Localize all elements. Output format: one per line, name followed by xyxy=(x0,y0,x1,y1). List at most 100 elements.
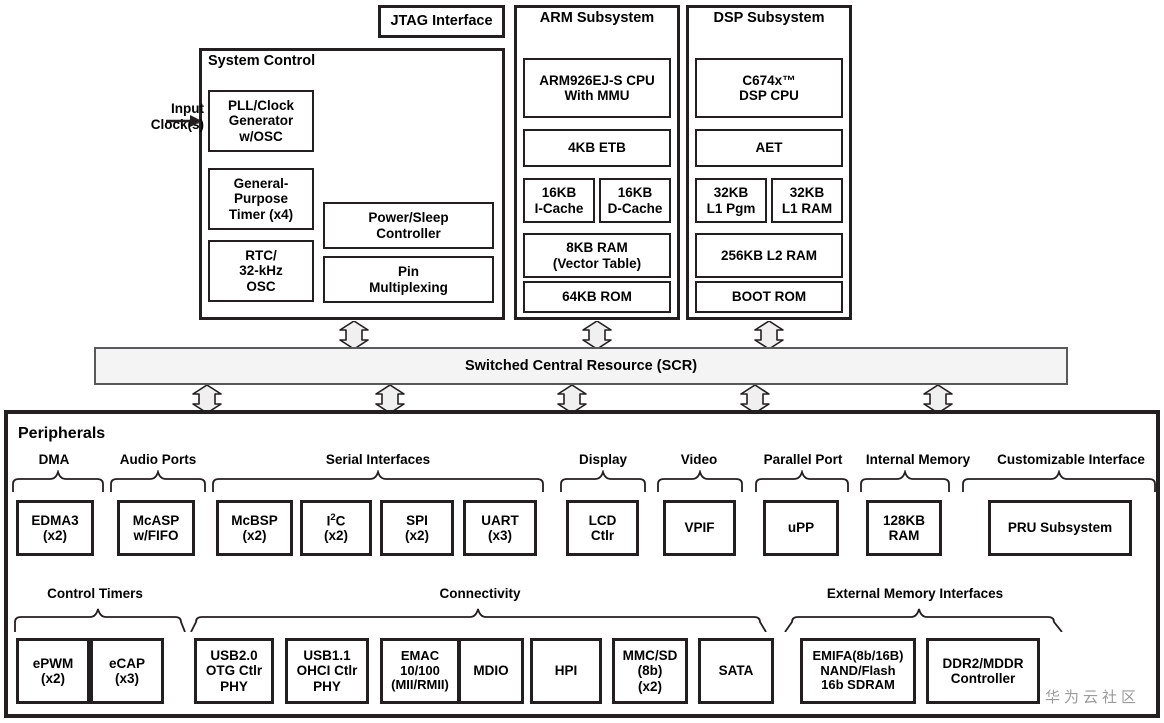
spi-line-2: (x2) xyxy=(404,528,429,543)
rtc-line-1: RTC/ xyxy=(245,248,277,264)
arm-ram-line-1: 8KB RAM xyxy=(566,240,628,256)
group-label-control-timers: Control Timers xyxy=(47,586,143,601)
dsp-aet-block[interactable]: AET xyxy=(695,129,843,167)
mcasp-block[interactable]: McASP w/FIFO xyxy=(117,500,195,556)
group-label-serial-interfaces: Serial Interfaces xyxy=(325,452,431,467)
sata-block[interactable]: SATA xyxy=(698,638,774,704)
group-label-audio-ports: Audio Ports xyxy=(119,452,197,467)
vpif-block[interactable]: VPIF xyxy=(663,500,736,556)
pin-multiplexing-block[interactable]: Pin Multiplexing xyxy=(323,256,494,303)
dsp-256kb-l2ram-block[interactable]: 256KB L2 RAM xyxy=(695,233,843,278)
group-label-parallel-port: Parallel Port xyxy=(763,452,843,467)
i2c-line-2: (x2) xyxy=(323,528,348,544)
edma3-line-1: EDMA3 xyxy=(31,512,79,528)
psc-line-2: Controller xyxy=(376,225,441,241)
arm-8kb-ram-block[interactable]: 8KB RAM (Vector Table) xyxy=(523,233,671,278)
group-label-video: Video xyxy=(680,452,718,467)
usb11-line-1: USB1.1 xyxy=(303,648,351,664)
epwm-block[interactable]: ePWM (x2) xyxy=(16,638,90,704)
lcd-ctlr-block[interactable]: LCD Ctlr xyxy=(566,500,639,556)
arm-subsystem-title: ARM Subsystem xyxy=(539,10,655,26)
ecap-block[interactable]: eCAP (x3) xyxy=(90,638,164,704)
group-label-display: Display xyxy=(578,452,628,467)
bus-arrow-icon xyxy=(192,385,222,413)
dcache-line-1: 16KB xyxy=(617,185,653,201)
l1ram-line-1: 32KB xyxy=(789,185,825,201)
pll-clock-generator-block[interactable]: PLL/Clock Generator w/OSC xyxy=(208,90,314,152)
rtc-line-3: OSC xyxy=(246,278,276,294)
general-purpose-timer-block[interactable]: General- Purpose Timer (x4) xyxy=(208,168,314,230)
mcbsp-line-2: (x2) xyxy=(242,528,267,543)
dsp-boot-rom-block[interactable]: BOOT ROM xyxy=(695,281,843,313)
emac-line-2: 10/100 xyxy=(400,662,440,678)
brace-serial-interfaces xyxy=(212,470,544,492)
ecap-line-2: (x3) xyxy=(114,671,139,686)
c674x-dsp-cpu-block[interactable]: C674x™ DSP CPU xyxy=(695,58,843,118)
pll-line-2: Generator xyxy=(228,113,294,129)
brace-customizable-interface xyxy=(962,470,1156,492)
pinmux-line-2: Multiplexing xyxy=(369,279,448,295)
arm-4kb-etb-block[interactable]: 4KB ETB xyxy=(523,129,671,167)
input-clock-line-1: Input xyxy=(171,101,204,116)
mmcsd-line-1: MMC/SD xyxy=(622,648,678,664)
brace-display xyxy=(560,470,646,492)
bus-arrow-icon xyxy=(582,321,612,349)
i2c-block[interactable]: I2C (x2) xyxy=(300,500,372,556)
uart-line-1: UART xyxy=(481,512,519,528)
jtag-interface-block[interactable]: JTAG Interface xyxy=(378,5,505,38)
upp-block[interactable]: uPP xyxy=(763,500,839,556)
arm-cpu-line-2: With MMU xyxy=(564,88,630,103)
usb20-line-2: OTG Ctlr xyxy=(205,663,263,679)
system-control-title: System Control xyxy=(208,53,316,69)
128kb-ram-block[interactable]: 128KB RAM xyxy=(866,500,942,556)
arm-16kb-dcache-block[interactable]: 16KB D-Cache xyxy=(599,178,671,223)
arm926-cpu-block[interactable]: ARM926EJ-S CPU With MMU xyxy=(523,58,671,118)
ram128-line-2: RAM xyxy=(888,528,920,543)
bus-arrow-icon xyxy=(923,385,953,413)
group-label-customizable-interface: Customizable Interface xyxy=(997,452,1145,467)
usb11-ohci-block[interactable]: USB1.1 OHCI Ctlr PHY xyxy=(285,638,369,704)
mmc-sd-block[interactable]: MMC/SD (8b) (x2) xyxy=(612,638,688,704)
lcd-line-2: Ctlr xyxy=(590,528,615,543)
hpi-block[interactable]: HPI xyxy=(530,638,602,704)
group-label-internal-memory: Internal Memory xyxy=(865,452,971,467)
dsp-32kb-l1ram-block[interactable]: 32KB L1 RAM xyxy=(771,178,843,223)
uart-line-2: (x3) xyxy=(487,528,512,543)
pru-subsystem-block[interactable]: PRU Subsystem xyxy=(988,500,1132,556)
arm-64kb-rom-block[interactable]: 64KB ROM xyxy=(523,281,671,313)
emac-line-1: EMAC xyxy=(400,648,440,664)
ecap-line-1: eCAP xyxy=(108,655,145,671)
edma3-block[interactable]: EDMA3 (x2) xyxy=(16,500,94,556)
ddr2-mddr-controller-block[interactable]: DDR2/MDDR Controller xyxy=(926,638,1040,704)
usb20-otg-block[interactable]: USB2.0 OTG Ctlr PHY xyxy=(194,638,274,704)
emac-block[interactable]: EMAC 10/100 (MII/RMII) xyxy=(380,638,460,704)
brace-audio-ports xyxy=(110,470,206,492)
pll-line-3: w/OSC xyxy=(239,128,283,144)
l1pgm-line-1: 32KB xyxy=(713,185,749,201)
arm-16kb-icache-block[interactable]: 16KB I-Cache xyxy=(523,178,595,223)
gpt-line-2: Purpose xyxy=(233,191,288,207)
mcbsp-block[interactable]: McBSP (x2) xyxy=(216,500,293,556)
bus-arrow-icon xyxy=(740,385,770,413)
dcache-line-2: D-Cache xyxy=(607,200,663,216)
ddr2-line-1: DDR2/MDDR xyxy=(942,655,1024,671)
spi-line-1: SPI xyxy=(406,512,428,528)
bus-arrow-icon xyxy=(557,385,587,413)
watermark-text: 华为云社区 xyxy=(1045,688,1141,706)
emifa-block[interactable]: EMIFA(8b/16B) NAND/Flash 16b SDRAM xyxy=(800,638,916,704)
rtc-line-2: 32-kHz xyxy=(239,263,283,279)
switched-central-resource-bar[interactable]: Switched Central Resource (SCR) xyxy=(94,347,1068,385)
dsp-32kb-l1pgm-block[interactable]: 32KB L1 Pgm xyxy=(695,178,767,223)
rtc-32khz-osc-block[interactable]: RTC/ 32-kHz OSC xyxy=(208,240,314,302)
spi-block[interactable]: SPI (x2) xyxy=(380,500,454,556)
input-clock-arrow-icon xyxy=(166,115,202,127)
brace-internal-memory xyxy=(860,470,950,492)
power-sleep-controller-block[interactable]: Power/Sleep Controller xyxy=(323,202,494,249)
epwm-line-2: (x2) xyxy=(40,671,65,686)
mdio-block[interactable]: MDIO xyxy=(458,638,524,704)
pinmux-line-1: Pin xyxy=(397,264,419,280)
arm-cpu-line-1: ARM926EJ-S CPU xyxy=(539,72,655,88)
uart-block[interactable]: UART (x3) xyxy=(463,500,537,556)
brace-video xyxy=(657,470,743,492)
